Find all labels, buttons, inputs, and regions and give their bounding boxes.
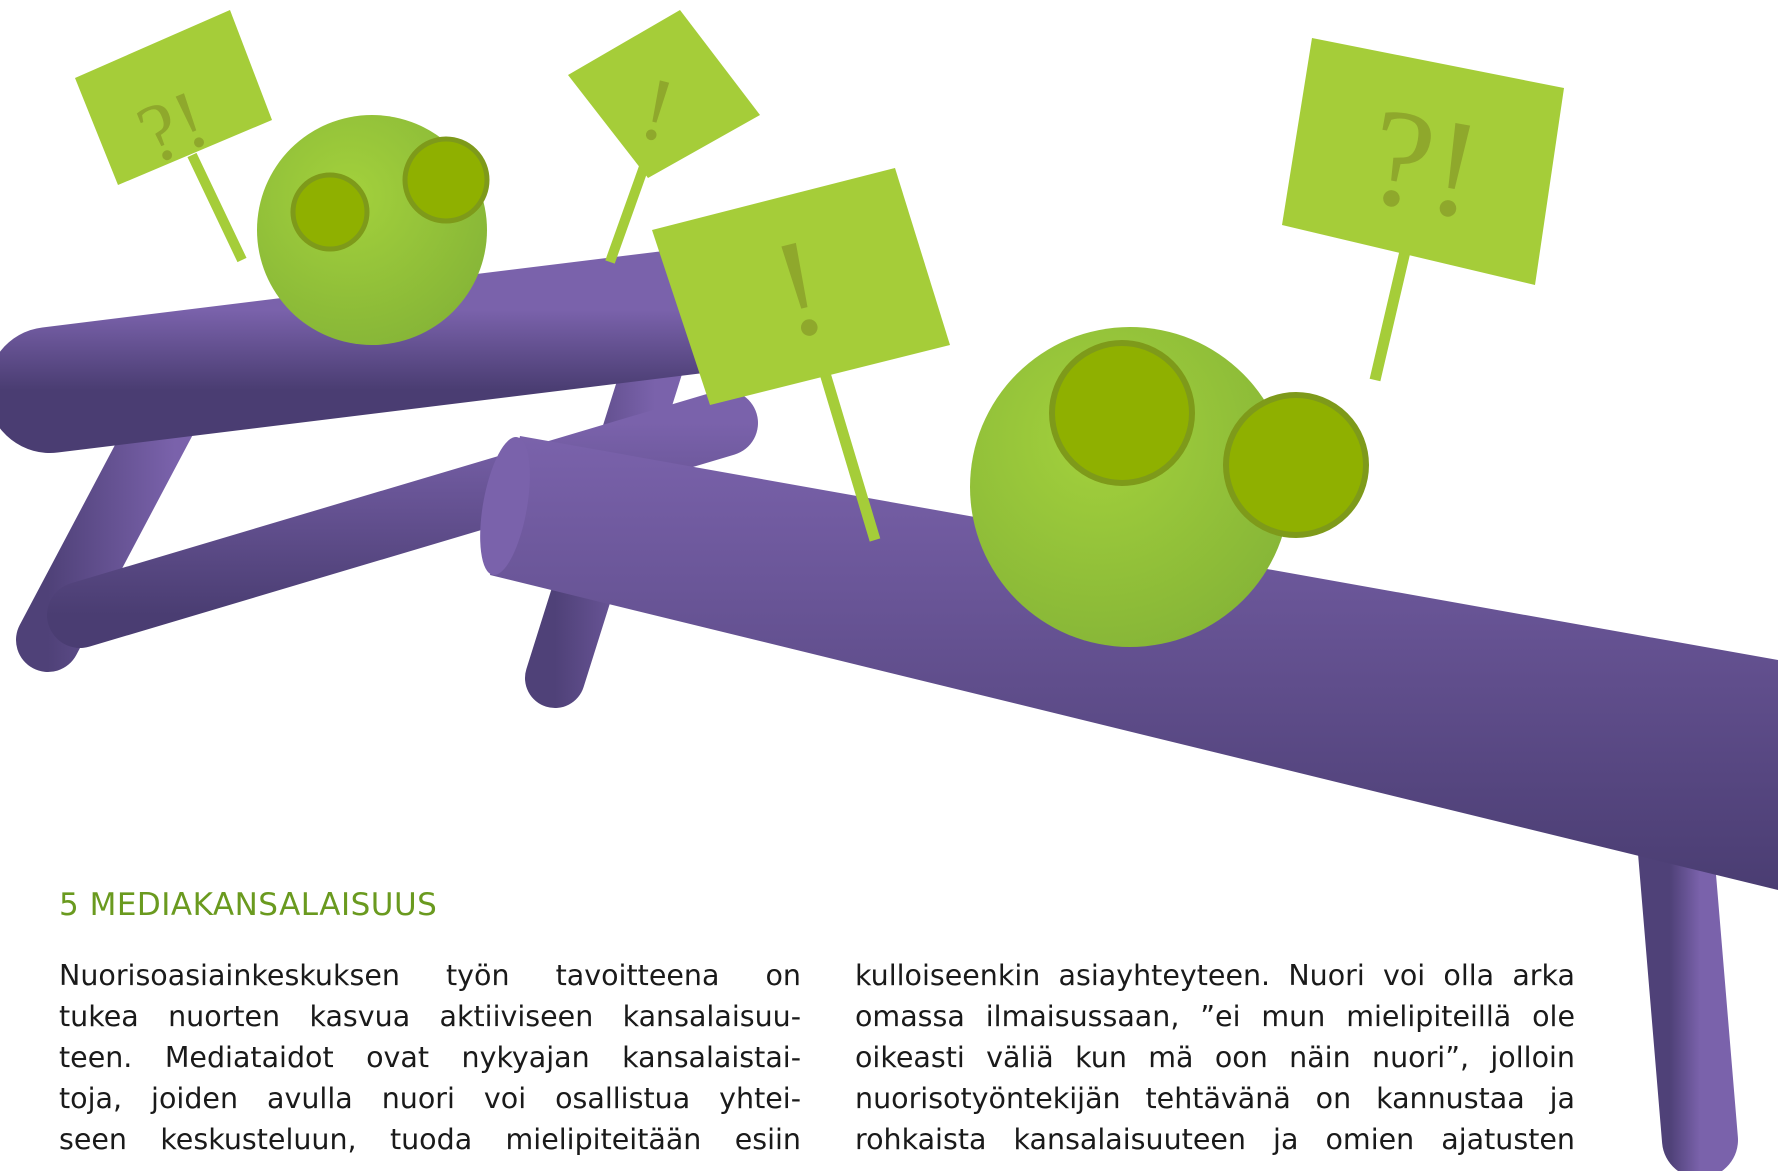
text-line: kulloiseenkin asiayhteyteen. Nuori voi o… (855, 959, 1575, 992)
text-line: oikeasti väliä kun mä oon näin nuori”, j… (855, 1041, 1575, 1074)
eye-right (402, 136, 490, 224)
text-line: rohkaista kansalaisuuteen ja omien ajatu… (855, 1123, 1575, 1156)
sign-board (75, 10, 272, 185)
text-line: toja, joiden avulla nuori voi osallistua… (59, 1082, 801, 1115)
sign-board (652, 168, 950, 405)
large-figure-body (490, 436, 1778, 890)
eye-right (1223, 392, 1369, 538)
body-column-right: kulloiseenkin asiayhteyteen. Nuori voi o… (855, 955, 1575, 1160)
text-line: Nuorisoasiainkeskuksen työn tavoitteena … (59, 959, 801, 992)
section-heading: 5 MEDIAKANSALAISUUS (59, 887, 438, 923)
large-figure-body-end (480, 436, 530, 576)
large-figure: ! ?! (480, 38, 1778, 1171)
sign-board (1282, 38, 1564, 285)
small-figure-body (0, 247, 763, 453)
sign-board (568, 10, 760, 178)
small-figure: ?! ! (0, 10, 763, 708)
text-line: nuorisotyöntekijän tehtävänä on kannusta… (855, 1082, 1575, 1115)
body-column-left: Nuorisoasiainkeskuksen työn tavoitteena … (59, 955, 801, 1160)
text-line: tukea nuorten kasvua aktiiviseen kansala… (59, 1000, 801, 1033)
text-line: teen. Mediataidot ovat nykyajan kansalai… (59, 1041, 801, 1074)
sign-pole (1369, 228, 1416, 382)
text-line: omassa ilmaisussaan, ”ei mun mielipiteil… (855, 1000, 1575, 1033)
sign-symbol: ?! (1357, 78, 1491, 250)
eye-left (1049, 340, 1195, 486)
text-line: seen keskusteluun, tuoda mielipiteitään … (59, 1123, 801, 1156)
sign-pole (187, 152, 247, 263)
eye-left (290, 172, 370, 252)
